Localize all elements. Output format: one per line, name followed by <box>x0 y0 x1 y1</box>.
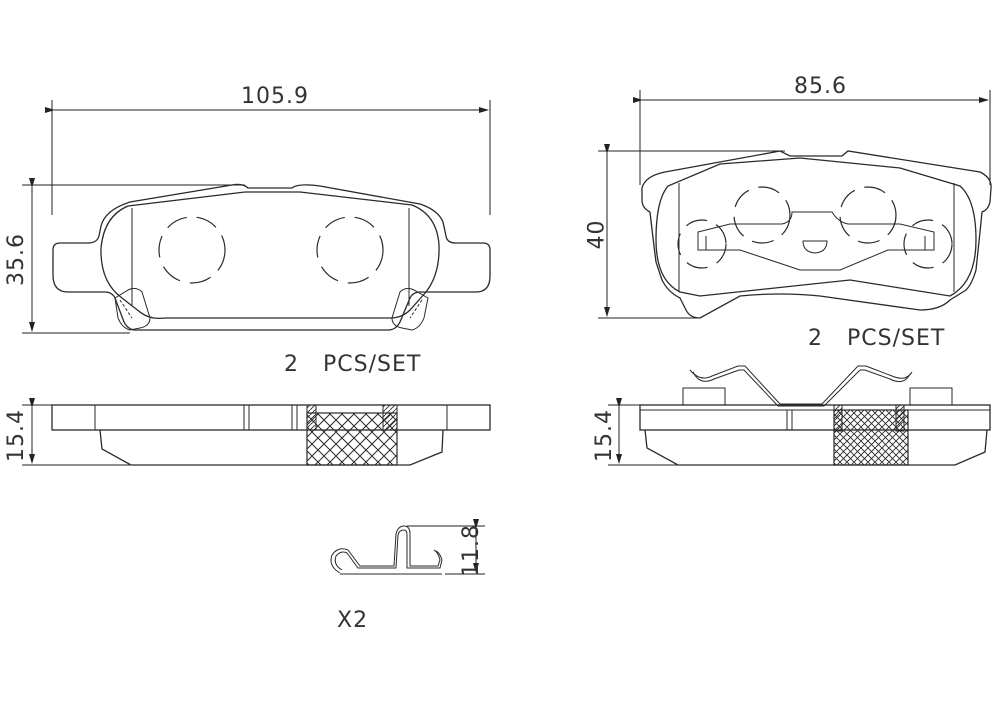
clip-height-dimension: 11.8 <box>458 524 484 577</box>
right-pad-quantity-label: 2 PCS/SET <box>808 326 946 351</box>
left-pad-front-view <box>22 100 491 334</box>
left-pad-thickness-dimension: 15.4 <box>3 409 29 462</box>
left-pad-quantity-label: 2 PCS/SET <box>284 352 422 377</box>
left-pad-width-dimension: 105.9 <box>241 84 309 109</box>
left-pad-side-view <box>22 398 491 466</box>
right-pad-side-view <box>608 365 991 466</box>
clip-quantity-label: X2 <box>337 608 369 633</box>
right-pad-width-dimension: 85.6 <box>794 74 847 99</box>
right-pad-thickness-dimension: 15.4 <box>591 409 617 462</box>
left-pad-height-dimension: 35.6 <box>3 233 29 286</box>
right-pad-front-view <box>598 90 992 319</box>
spring-clip-view <box>330 519 485 575</box>
right-pad-height-dimension: 40 <box>584 219 610 250</box>
